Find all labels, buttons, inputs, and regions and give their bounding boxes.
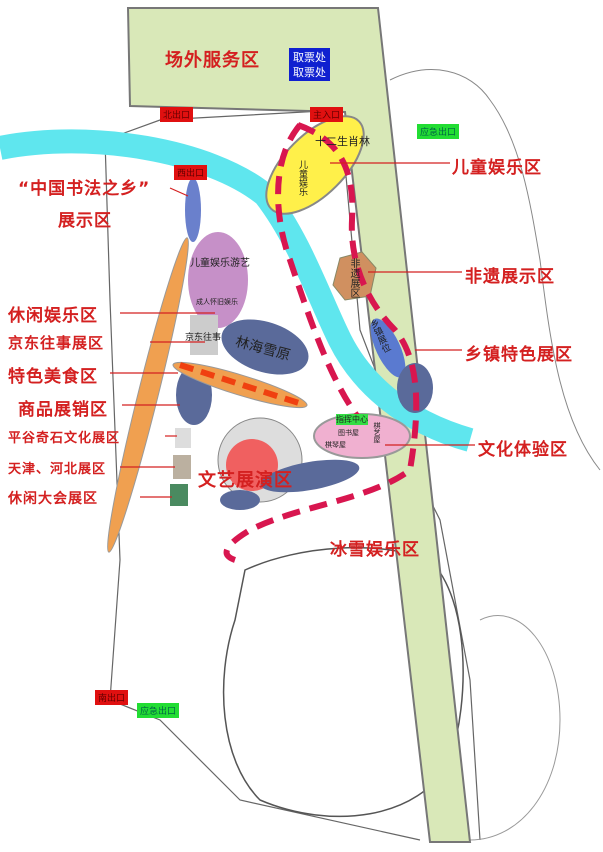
north-exit-gate[interactable]: 北出口 (160, 107, 194, 122)
conference-zone (170, 484, 188, 506)
calligraphy-zone (185, 178, 201, 242)
leader-lines (110, 162, 475, 498)
zodiac-forest-label: 十二生肖林 (315, 135, 370, 148)
performance-label: 文艺展演区 (198, 470, 293, 491)
kids-rides-label: 儿童娱乐游艺 (190, 258, 250, 269)
children-label: 儿童娱乐区 (452, 158, 542, 178)
township-zone (370, 318, 406, 378)
tour-route (223, 122, 420, 563)
goods-label: 商品展销区 (18, 400, 108, 420)
performance-path (260, 459, 360, 493)
conference-label: 休闲大会展区 (8, 491, 98, 507)
command-center-label: 指挥中心 (336, 414, 368, 425)
stone-label: 平谷奇石文化展区 (8, 431, 121, 446)
kids-play-label: 儿童娱乐 (297, 160, 307, 196)
tianjin-zone (173, 455, 191, 479)
calligraphy-label: “中国书法之乡” (18, 179, 151, 199)
performance-path-2 (220, 490, 260, 510)
township-zone-2 (397, 363, 433, 413)
food-label: 特色美食区 (8, 367, 98, 387)
main-entrance-gate[interactable]: 主入口 (310, 107, 344, 122)
offsite-service-area (126, 7, 472, 843)
terrain-contour (389, 69, 601, 471)
stone-zone (175, 428, 191, 448)
south-exit-gate[interactable]: 南出口 (95, 690, 129, 705)
river (0, 129, 474, 452)
adult-label: 成人怀旧娱乐 (196, 298, 238, 306)
emergency-exit-bottom[interactable]: 应急出口 (137, 703, 180, 718)
ticket-office-2[interactable]: 取票处 (289, 63, 330, 81)
art-label: 棋艺屋 (373, 422, 381, 443)
tianjin-label: 天津、河北展区 (8, 462, 107, 477)
leisure-label: 休闲娱乐区 (8, 306, 98, 326)
leisure-strip (107, 237, 189, 553)
forest-zone (221, 319, 309, 375)
offsite-service-label: 场外服务区 (165, 50, 260, 71)
culture-label: 文化体验区 (478, 440, 568, 460)
jingdong-zone (190, 315, 218, 355)
library-label: 图书屋 (338, 429, 359, 437)
children-zone (265, 115, 365, 215)
heritage-label: 非遗展示区 (465, 267, 555, 287)
township-label: 乡镇特色展区 (465, 345, 573, 365)
jd-past-label: 京东往事 (185, 333, 222, 343)
kids-rides-zone (188, 232, 248, 328)
heritage-oval-label: 非遗展区 (348, 258, 359, 298)
ticket-office-1[interactable]: 取票处 (289, 48, 330, 66)
chess-label: 棋琴屋 (325, 441, 346, 449)
snow-label: 冰雪娱乐区 (330, 540, 420, 560)
jingdong-label: 京东往事展区 (8, 334, 105, 352)
terrain-contour (469, 615, 561, 841)
west-exit-gate[interactable]: 西出口 (174, 165, 208, 180)
emergency-exit-top[interactable]: 应急出口 (417, 124, 460, 139)
calligraphy-label-2: 展示区 (58, 211, 112, 231)
